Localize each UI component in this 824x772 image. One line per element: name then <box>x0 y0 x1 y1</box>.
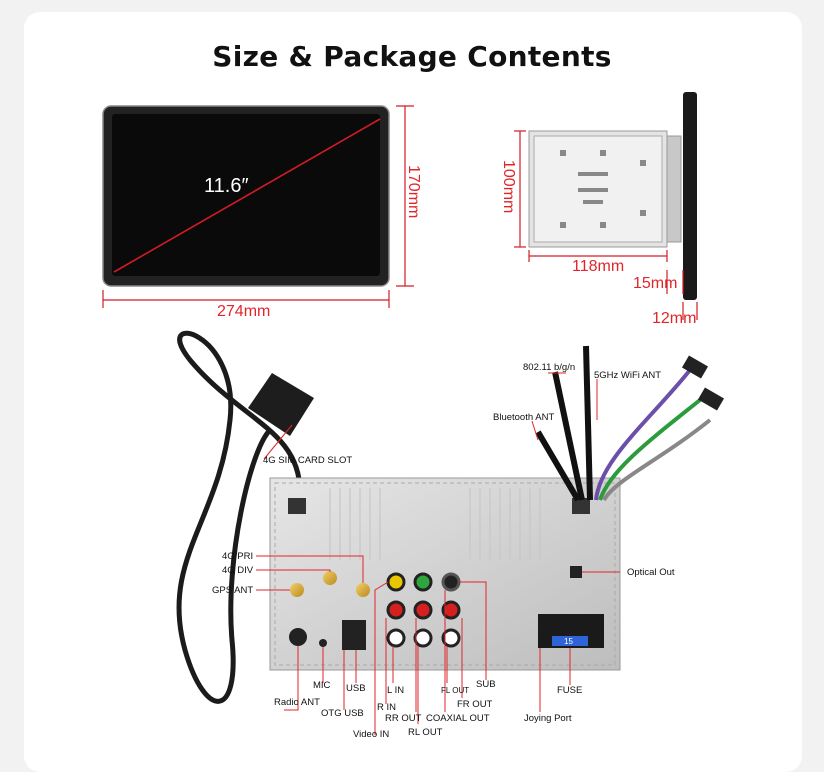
usb-label: USB <box>346 683 366 694</box>
wifi-5-label: 5GHz WiFi ANT <box>594 370 661 381</box>
sub-label: SUB <box>476 679 496 690</box>
unit-depth-label: 118mm <box>572 258 624 275</box>
bezel-depth-label: 15mm <box>633 275 677 292</box>
coaxial-label: COAXIAL OUT <box>426 713 490 724</box>
unit-back-view: 802.11 b/g/n 5GHz WiFi ANT Bluetooth ANT… <box>176 330 725 740</box>
pri-label: 4G PRI <box>222 551 253 562</box>
screen-height-label: 170mm <box>405 165 422 218</box>
sim-slot-label: 4G SIM CARD SLOT <box>263 455 352 466</box>
unit-height-label: 100mm <box>500 160 517 213</box>
radio-label: Radio ANT <box>274 697 320 708</box>
optical-out-label: Optical Out <box>627 567 675 578</box>
rl-out-label: RL OUT <box>408 727 443 738</box>
page-title: Size & Package Contents <box>212 40 612 73</box>
fuse-label: FUSE <box>557 685 582 696</box>
rr-out-label: RR OUT <box>385 713 422 724</box>
r-in-label: R IN <box>377 702 396 713</box>
bluetooth-label: Bluetooth ANT <box>493 412 554 423</box>
fuse-rating-label: 15 <box>564 637 573 646</box>
otg-label: OTG USB <box>321 708 364 719</box>
l-in-label: L IN <box>387 685 404 696</box>
video-in-label: Video IN <box>353 729 389 740</box>
gps-label: GPS ANT <box>212 585 253 596</box>
screen-front-view: 11.6″ 274mm 170mm <box>102 105 422 320</box>
mic-label: MIC <box>313 680 331 691</box>
fl-out-label: FL OUT <box>441 686 469 695</box>
screen-thickness-label: 12mm <box>652 310 696 327</box>
unit-side-view: 100mm 118mm 15mm 12mm <box>500 92 698 327</box>
div-label: 4G DIV <box>222 565 254 576</box>
wifi-24-label: 802.11 b/g/n <box>523 362 575 373</box>
joying-port-label: Joying Port <box>524 713 572 724</box>
fr-out-label: FR OUT <box>457 699 493 710</box>
screen-width-label: 274mm <box>217 303 270 320</box>
screen-diagonal-label: 11.6″ <box>204 175 249 197</box>
